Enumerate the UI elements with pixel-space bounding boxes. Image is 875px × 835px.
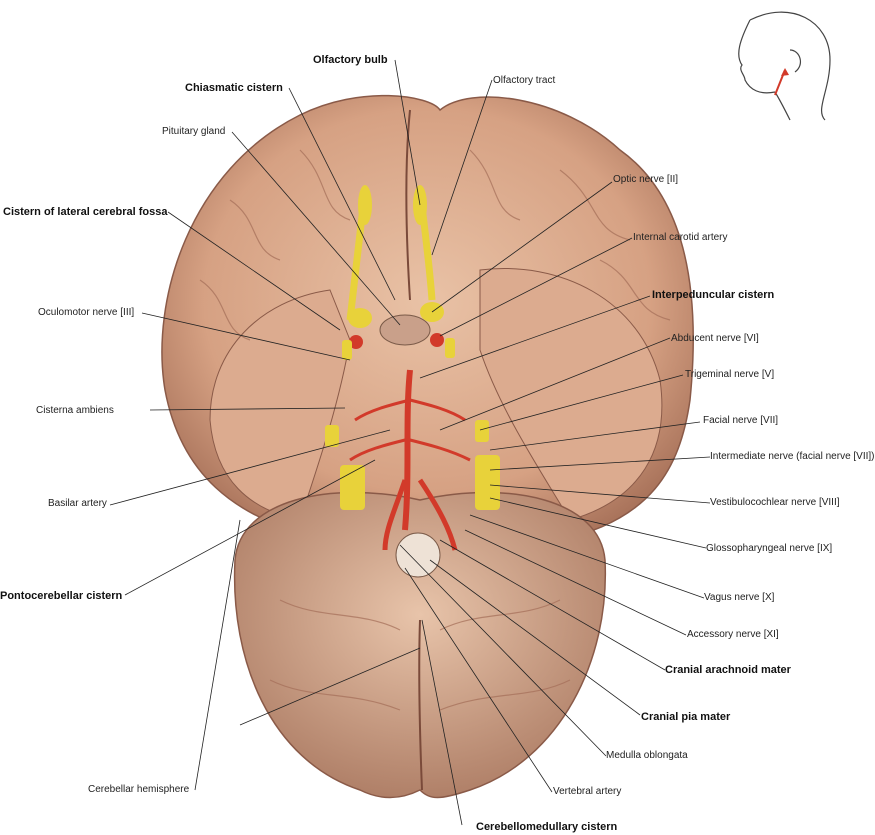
longitudinal-fissure: [405, 109, 411, 301]
carotid-right: [430, 333, 444, 347]
label-optic-nerve: Optic nerve [II]: [613, 174, 679, 185]
label-facial: Facial nerve [VII]: [703, 415, 779, 426]
label-medulla: Medulla oblongata: [606, 750, 688, 761]
label-intermediate: Intermediate nerve (facial nerve [VII]): [710, 451, 875, 462]
label-abducent: Abducent nerve [VI]: [671, 333, 759, 344]
label-basilar: Basilar artery: [48, 498, 107, 509]
label-glossopharyngeal: Glossopharyngeal nerve [IX]: [706, 543, 833, 554]
vertebral-artery-left: [382, 479, 408, 551]
label-trigeminal: Trigeminal nerve [V]: [685, 369, 775, 380]
label-cerebellar-hemisphere: Cerebellar hemisphere: [88, 784, 190, 795]
label-internal-carotid: Internal carotid artery: [633, 232, 728, 243]
trigeminal-right: [475, 420, 489, 442]
label-cistern-lateral-fossa: Cistern of lateral cerebral fossa: [3, 206, 168, 218]
head-inset: [738, 11, 831, 121]
label-vertebral: Vertebral artery: [553, 786, 622, 797]
label-cranial-pia: Cranial pia mater: [641, 711, 731, 723]
vertebral-artery-right: [417, 478, 458, 551]
oculomotor-left: [342, 340, 352, 360]
label-oculomotor: Oculomotor nerve [III]: [38, 307, 135, 318]
trigeminal-left: [325, 425, 339, 447]
medulla-cross-section: [395, 532, 441, 578]
label-chiasmatic-cistern: Chiasmatic cistern: [185, 82, 283, 94]
label-olfactory-tract: Olfactory tract: [493, 75, 556, 86]
label-accessory: Accessory nerve [XI]: [687, 629, 779, 640]
basilar-artery: [402, 369, 413, 531]
label-cisterna-ambiens: Cisterna ambiens: [36, 405, 114, 416]
pituitary: [379, 314, 431, 346]
carotid-left: [349, 335, 363, 349]
label-pituitary-gland: Pituitary gland: [162, 126, 226, 137]
label-vagus: Vagus nerve [X]: [704, 592, 775, 603]
optic-nerve-left: [348, 308, 372, 328]
label-cranial-arachnoid: Cranial arachnoid mater: [665, 664, 791, 676]
cerebellar-notch: [418, 619, 423, 791]
label-vestibulocochlear: Vestibulocochlear nerve [VIII]: [710, 497, 840, 508]
label-olfactory-bulb: Olfactory bulb: [313, 54, 388, 66]
leader-lines: [109, 59, 711, 826]
olfactory-bulb-left: [358, 185, 372, 225]
label-pontocerebellar: Pontocerebellar cistern: [0, 590, 123, 602]
label-interpeduncular-cistern: Interpeduncular cistern: [652, 289, 775, 301]
label-cerebellomedullary: Cerebellomedullary cistern: [476, 821, 618, 833]
temporal-lobe-left: [209, 289, 351, 521]
oculomotor-right: [445, 338, 455, 358]
nerves-left: [340, 465, 365, 510]
nerves-right: [475, 455, 500, 510]
temporal-lobe-right: [479, 268, 663, 521]
